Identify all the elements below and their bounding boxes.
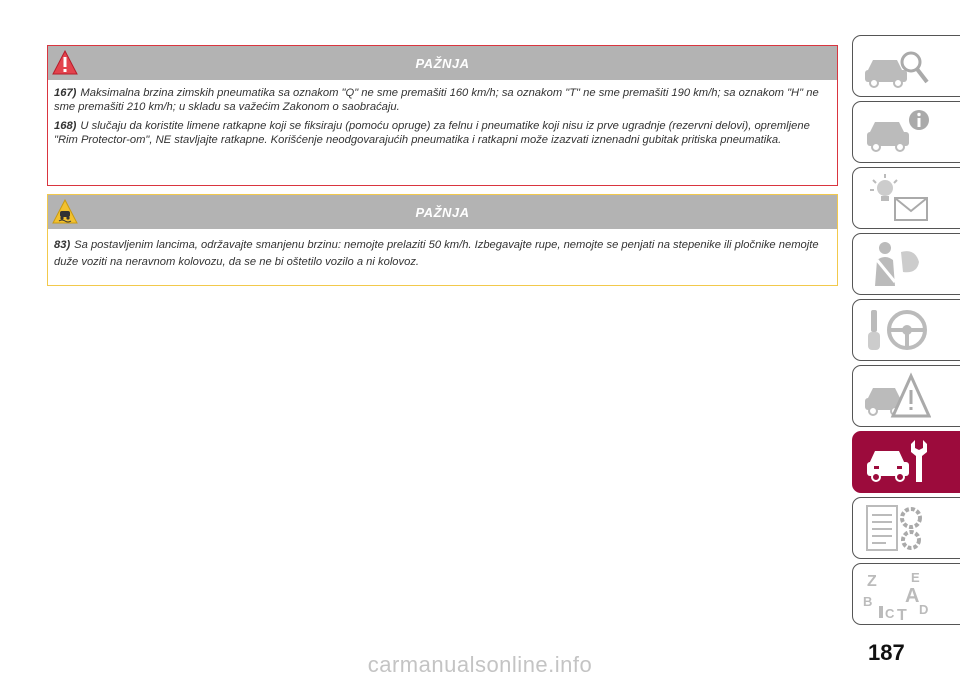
index-letter: D: [919, 602, 928, 617]
item-text: Sa postavljenim lancima, održavajte sman…: [54, 239, 819, 268]
tab-safety[interactable]: [852, 233, 960, 295]
tab-emergency[interactable]: [852, 365, 960, 427]
caution-body: 83)Sa postavljenim lancima, održavajte s…: [48, 229, 837, 271]
warning-title: PAŽNJA: [415, 55, 470, 71]
tab-technical-data[interactable]: [852, 497, 960, 559]
index-letter: E: [911, 570, 920, 585]
index-letter: Z: [867, 573, 877, 590]
warning-item: 168)U slučaju da koristite limene ratkap…: [54, 119, 831, 147]
warning-header: PAŽNJA: [48, 46, 837, 80]
page-number: 187: [868, 640, 905, 665]
specs-gears-icon: [866, 505, 922, 551]
caution-box-chains: PAŽNJA 83)Sa postavljenim lancima, održa…: [47, 194, 838, 286]
caution-header: PAŽNJA: [48, 195, 837, 229]
item-number: 168): [54, 120, 77, 132]
tab-car-info[interactable]: [852, 101, 960, 163]
index-letter: T: [897, 607, 907, 620]
watermark: carmanualsonline.info: [367, 652, 593, 677]
warning-item: 167)Maksimalna brzina zimskih pneumatika…: [54, 86, 831, 114]
car-info-icon: [867, 110, 929, 152]
index-letter: B: [863, 594, 872, 609]
item-text: U slučaju da koristite limene ratkapne k…: [54, 120, 810, 146]
item-number: 83): [54, 239, 71, 251]
tab-warning-lights[interactable]: [852, 167, 960, 229]
car-emergency-icon: [865, 372, 931, 418]
tab-maintenance[interactable]: [852, 431, 960, 493]
item-number: 167): [54, 87, 77, 99]
warning-triangle-icon: [52, 50, 78, 75]
warning-body: 167)Maksimalna brzina zimskih pneumatika…: [48, 80, 837, 147]
index-letter: A: [905, 585, 919, 607]
key-steering-wheel-icon: [868, 310, 927, 350]
tab-alphabetical-index[interactable]: Z E B A D C T: [852, 563, 960, 625]
item-text: Maksimalna brzina zimskih pneumatika sa …: [54, 87, 819, 113]
tab-car-search[interactable]: [852, 35, 960, 97]
car-search-icon: [865, 51, 929, 88]
warning-light-message-icon: [870, 174, 928, 221]
skidding-car-icon: [52, 199, 78, 224]
caution-title: PAŽNJA: [415, 204, 470, 220]
warning-box-tires: PAŽNJA 167)Maksimalna brzina zimskih pne…: [47, 45, 838, 186]
seatbelt-airbag-icon: [875, 242, 919, 286]
car-maintenance-icon: [867, 440, 927, 482]
tab-starting-driving[interactable]: [852, 299, 960, 361]
index-letter: C: [885, 606, 895, 620]
caution-item: 83)Sa postavljenim lancima, održavajte s…: [54, 237, 831, 271]
alphabet-index-icon: Z E B A D C T: [863, 570, 928, 620]
